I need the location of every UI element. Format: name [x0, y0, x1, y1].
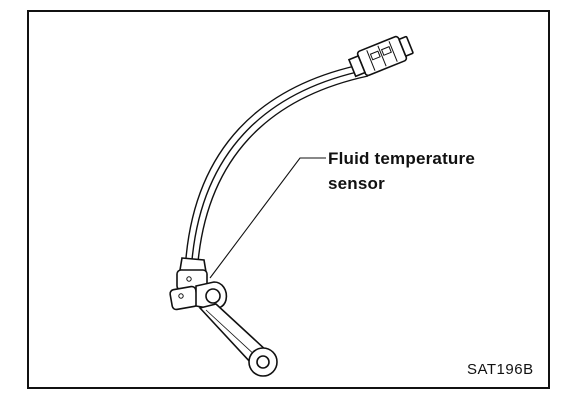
sensor-head: [195, 281, 228, 310]
figure-code: SAT196B: [467, 361, 534, 378]
connector-plug: [347, 35, 414, 78]
ring-terminal: [248, 347, 278, 377]
callout-label-line2: sensor: [328, 174, 385, 193]
figure-frame: [27, 10, 550, 389]
callout-leader-line: [209, 157, 326, 279]
callout-label: Fluid temperature sensor: [328, 146, 475, 196]
wire-harness: [185, 63, 369, 263]
callout-label-line1: Fluid temperature: [328, 149, 475, 168]
